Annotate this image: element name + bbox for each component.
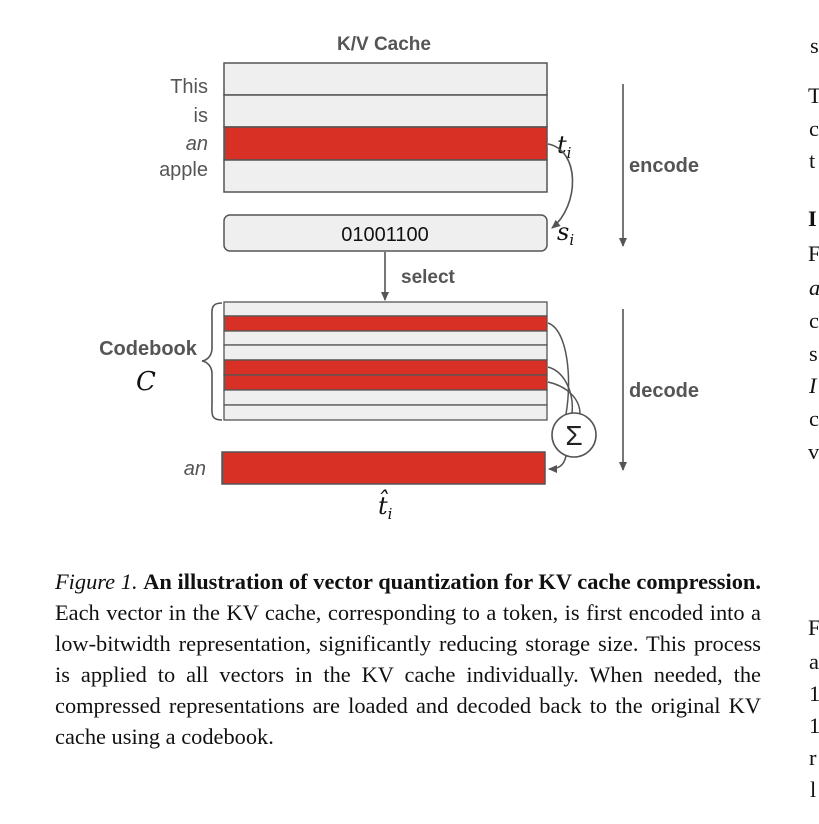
codebook-symbol: C — [136, 367, 156, 397]
edge-letter: s — [810, 33, 819, 58]
token-label: apple — [159, 159, 208, 181]
edge-letter: t — [809, 148, 816, 173]
edge-letter: I — [809, 373, 817, 398]
kv-row — [223, 62, 548, 96]
reconstructed-vector — [221, 451, 546, 485]
kv-cache-title: K/V Cache — [337, 34, 431, 55]
codebook-row — [223, 404, 548, 421]
codebook-row — [223, 389, 548, 406]
codebook-row-selected — [223, 374, 548, 391]
edge-letter: I — [808, 206, 817, 231]
edge-letter: c — [809, 406, 819, 431]
encode-label: encode — [629, 155, 699, 177]
edge-letter: a — [809, 649, 819, 674]
figure-caption: Figure 1. An illustration of vector quan… — [55, 566, 761, 752]
token-label: is — [194, 105, 208, 127]
token-label-highlighted: an — [186, 133, 208, 155]
codebook-row — [223, 344, 548, 361]
edge-letter: F — [808, 241, 819, 266]
kv-row — [223, 159, 548, 193]
codebook-label: Codebook — [99, 338, 198, 360]
code-box — [223, 214, 548, 252]
output-token-label: an — [184, 458, 206, 480]
s-i-label: si — [557, 218, 574, 249]
codebook-row — [223, 330, 548, 346]
edge-letter: l — [810, 777, 817, 802]
figure-title: An illustration of vector quantization f… — [143, 569, 761, 594]
decode-label: decode — [629, 380, 699, 402]
codebook-brace — [201, 302, 223, 421]
codebook-to-sum-line — [547, 322, 570, 415]
codebook-row — [223, 301, 548, 317]
vq-diagram: K/V Cache This is an apple ti 01001100 s… — [99, 34, 699, 523]
kv-cache-rows — [223, 62, 548, 193]
caption-body: Each vector in the KV cache, correspondi… — [55, 600, 761, 749]
edge-letter: s — [809, 341, 818, 366]
edge-letter: a — [809, 272, 819, 303]
codebook-rows — [223, 301, 548, 421]
codebook-to-sum-line — [547, 381, 581, 415]
edge-letter: c — [809, 308, 819, 333]
edge-letter: 1 — [809, 681, 819, 706]
figure-label: Figure 1. — [55, 569, 138, 594]
edge-letter: v — [808, 439, 819, 464]
codebook-row-selected — [223, 315, 548, 332]
t-i-label: ti — [557, 131, 572, 162]
sum-circle — [551, 412, 597, 458]
edge-letter: T — [808, 83, 819, 108]
kv-row-highlighted — [223, 126, 548, 161]
sum-icon: Σ — [565, 420, 582, 451]
encode-curve-arrow — [547, 143, 574, 229]
edge-letter: 1 — [809, 713, 819, 738]
token-label: This — [170, 76, 208, 98]
kv-row — [223, 94, 548, 128]
select-label: select — [401, 267, 456, 288]
codebook-row-selected — [223, 359, 548, 376]
code-value: 01001100 — [341, 224, 429, 246]
edge-letter: c — [809, 116, 819, 141]
sum-to-output-arrow — [548, 455, 567, 473]
codebook-to-sum-line — [547, 366, 574, 414]
t-hat-label: t̂i — [378, 489, 393, 523]
edge-letter: F — [808, 615, 819, 640]
edge-letter: r — [809, 745, 817, 770]
